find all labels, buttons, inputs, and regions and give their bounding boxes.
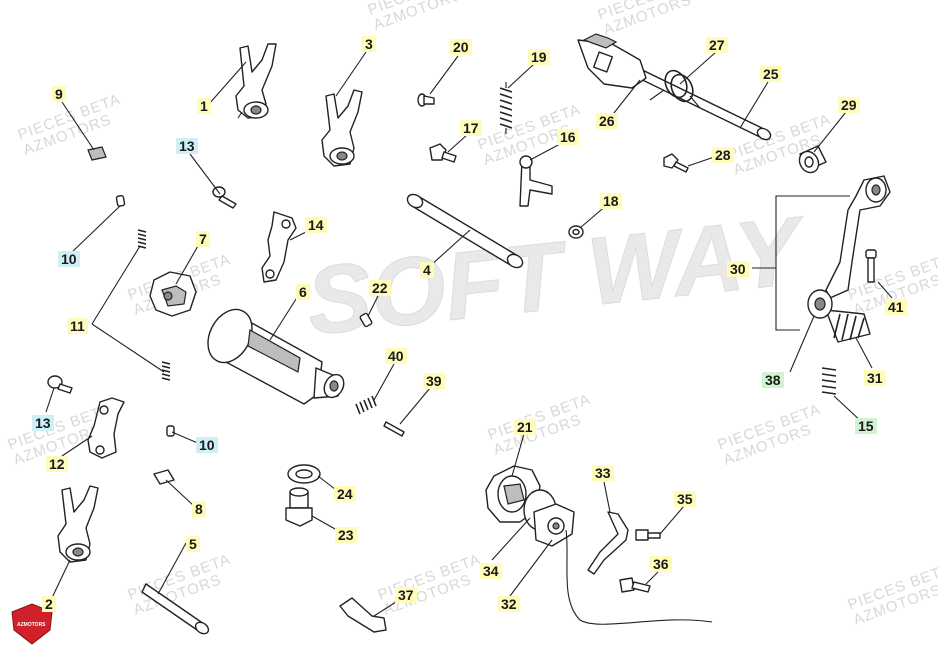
label-part-31: 31 <box>864 370 886 386</box>
part-37-bracket <box>339 597 387 633</box>
label-part-5: 5 <box>186 536 200 552</box>
label-part-38: 38 <box>762 372 784 388</box>
leader-lines <box>45 51 893 617</box>
label-part-23: 23 <box>335 527 357 543</box>
label-part-27: 27 <box>706 37 728 53</box>
label-part-20: 20 <box>450 39 472 55</box>
label-part-35: 35 <box>674 491 696 507</box>
label-part-41: 41 <box>885 299 907 315</box>
label-part-34: 34 <box>480 563 502 579</box>
part-2-shift-fork <box>57 485 99 563</box>
part-33-clamp <box>587 511 629 575</box>
part-16-lever <box>519 155 553 207</box>
part-15-spring <box>821 367 837 395</box>
part-40-spring <box>355 395 377 415</box>
part-14-plate <box>261 211 297 283</box>
part-11-spring-lower <box>161 361 171 381</box>
label-part-4: 4 <box>420 262 434 278</box>
label-part-21: 21 <box>514 419 536 435</box>
label-part-16: 16 <box>557 129 579 145</box>
label-part-18: 18 <box>600 193 622 209</box>
part-19-spring <box>499 82 513 134</box>
label-part-9: 9 <box>52 86 66 102</box>
part-31-lever-tip <box>825 309 871 343</box>
part-41-bolt <box>865 249 877 283</box>
label-part-32: 32 <box>498 596 520 612</box>
part-10-pin-upper <box>115 194 126 207</box>
part-29-bushing <box>798 145 827 174</box>
label-part-2: 2 <box>42 596 56 612</box>
part-39-pin <box>383 421 405 437</box>
label-part-36: 36 <box>650 556 672 572</box>
part-28-bolt <box>663 153 689 173</box>
label-part-13-lower: 13 <box>32 415 54 431</box>
part-6-shift-drum <box>207 308 345 405</box>
label-part-28: 28 <box>712 147 734 163</box>
part-5-shaft <box>141 583 210 635</box>
part-26-selector <box>577 33 647 89</box>
label-part-11: 11 <box>67 318 88 334</box>
part-18-washer <box>568 225 584 239</box>
label-part-29: 29 <box>838 97 860 113</box>
part-38-pivot <box>807 289 833 319</box>
label-part-37: 37 <box>395 587 417 603</box>
part-17-bolt <box>429 143 457 163</box>
label-part-8: 8 <box>192 501 206 517</box>
label-part-33: 33 <box>592 465 614 481</box>
label-part-14: 14 <box>305 217 327 233</box>
label-part-30: 30 <box>727 261 749 277</box>
label-part-17: 17 <box>460 120 482 136</box>
part-21-cover <box>485 465 541 523</box>
part-9-block <box>87 146 107 161</box>
part-20-bolt <box>417 93 435 107</box>
svg-text:AZMOTORS: AZMOTORS <box>17 622 46 628</box>
part-8-clip <box>153 469 175 485</box>
part-4-shaft <box>406 193 524 269</box>
label-part-10-lower: 10 <box>196 437 218 453</box>
part-25-shift-shaft <box>625 63 772 141</box>
label-part-39: 39 <box>423 373 445 389</box>
part-35-screw <box>635 529 661 541</box>
part-12-bracket <box>87 397 125 459</box>
label-part-3: 3 <box>362 36 376 52</box>
part-13-screw-lower <box>47 375 73 394</box>
part-32-sensor <box>533 503 713 625</box>
label-part-12: 12 <box>46 456 68 472</box>
part-30-shift-lever <box>825 175 891 299</box>
label-part-26: 26 <box>596 113 618 129</box>
part-11-spring-upper <box>137 229 147 249</box>
label-part-7: 7 <box>196 231 210 247</box>
part-23-plug <box>285 487 313 527</box>
label-part-10-upper: 10 <box>58 251 80 267</box>
part-1-shift-fork <box>235 43 277 119</box>
part-36-screw <box>619 577 651 593</box>
label-part-6: 6 <box>296 284 310 300</box>
part-10-pin-lower <box>166 425 175 437</box>
label-part-40: 40 <box>385 348 407 364</box>
label-part-24: 24 <box>334 486 356 502</box>
label-part-22: 22 <box>369 280 391 296</box>
label-part-1: 1 <box>197 98 211 114</box>
part-7-index-wheel <box>149 271 197 317</box>
part-3-shift-fork <box>321 89 363 167</box>
part-24-seal <box>287 464 321 484</box>
label-part-19: 19 <box>528 49 550 65</box>
label-part-13-upper: 13 <box>176 138 198 154</box>
label-part-25: 25 <box>760 66 782 82</box>
azmotors-logo: AZMOTORS <box>11 603 53 645</box>
label-part-15: 15 <box>855 418 877 434</box>
part-22-pin <box>359 312 373 328</box>
